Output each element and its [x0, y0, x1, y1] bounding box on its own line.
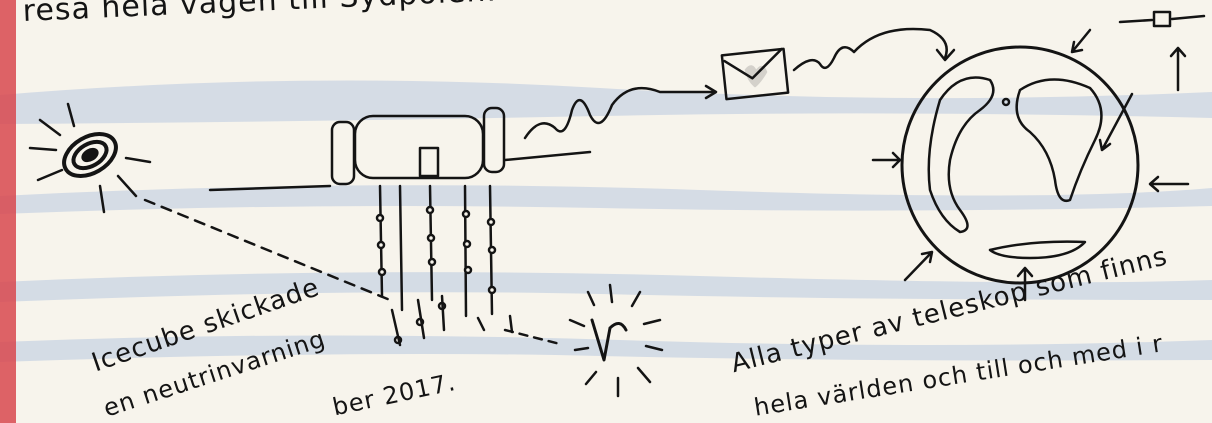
margin-line	[0, 0, 16, 423]
envelope-icon	[722, 49, 788, 99]
message-path-2	[794, 29, 947, 70]
satellite-icon	[1120, 12, 1204, 26]
earth-icon	[902, 47, 1138, 283]
